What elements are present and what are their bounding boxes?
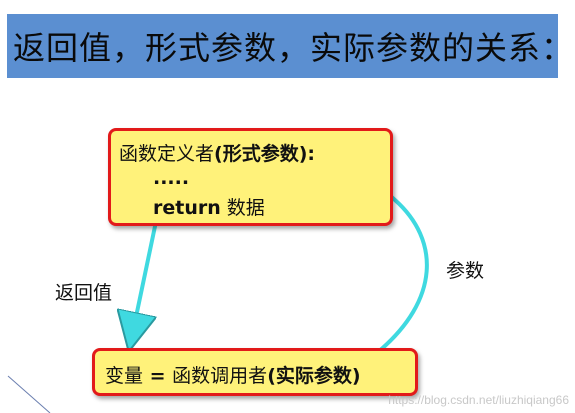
assign-operator: = [143,365,173,387]
definer-line3: return 数据 [153,193,265,220]
corner-line [7,375,51,413]
definer-line1: 函数定义者(形式参数): [119,139,315,166]
return-value-label: 返回值 [55,282,113,304]
title-bar: 返回值，形式参数，实际参数的关系： [7,14,573,78]
return-arrow [132,211,160,336]
function-definer-box: 函数定义者(形式参数): ..... return 数据 [108,128,393,226]
formal-params-text: (形式参数): [214,143,315,165]
return-keyword: return [153,197,221,219]
definer-ellipsis: ..... [153,167,190,189]
page-title: 返回值，形式参数，实际参数的关系： [13,29,575,67]
variable-text: 变量 [105,365,144,387]
watermark: https://blog.csdn.net/liuzhiqiang66 [388,393,569,407]
caller-text: 函数调用者 [172,365,268,387]
definer-text: 函数定义者 [119,143,215,165]
actual-params-text: (实际参数) [267,365,361,387]
params-label: 参数 [446,260,485,282]
return-data-text: 数据 [220,197,265,219]
caller-line: 变量 = 函数调用者(实际参数) [105,361,361,388]
function-caller-box: 变量 = 函数调用者(实际参数) [92,348,418,396]
